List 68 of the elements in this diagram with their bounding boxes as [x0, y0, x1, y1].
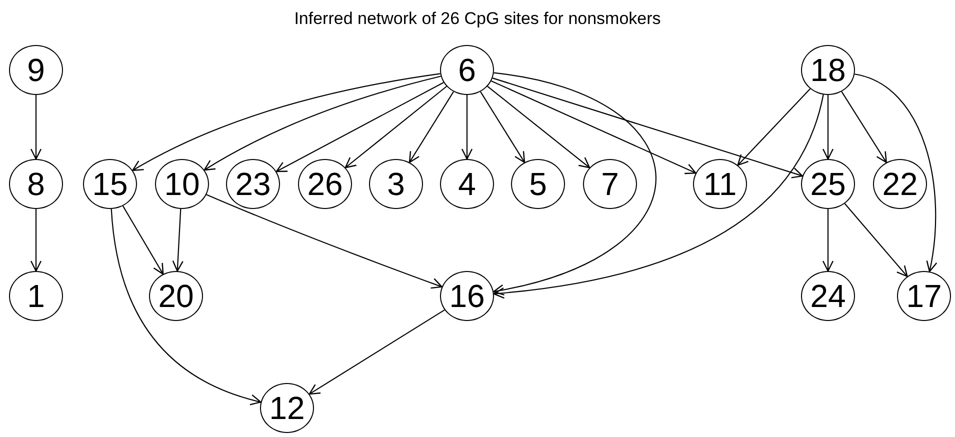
arrow: [844, 203, 908, 278]
node-ellipse: [897, 271, 951, 321]
arrow: [492, 72, 656, 295]
arrow: [487, 86, 590, 168]
arrow: [737, 88, 811, 166]
node-ellipse: [260, 383, 314, 433]
node-label: 12: [269, 392, 305, 424]
node-ellipse: [873, 159, 927, 209]
node-label: 23: [235, 168, 271, 200]
node-ellipse: [801, 271, 855, 321]
arrow: [493, 94, 824, 298]
arrow: [206, 194, 442, 289]
node-label: 18: [810, 54, 846, 86]
arrow: [122, 206, 164, 275]
node-ellipse: [801, 45, 855, 95]
node-label: 22: [882, 168, 918, 200]
node-ellipse: [511, 159, 565, 209]
node-ellipse: [149, 271, 203, 321]
arrow: [110, 208, 262, 405]
node-ellipse: [583, 159, 637, 209]
node-label: 25: [810, 168, 846, 200]
node-ellipse: [155, 159, 209, 209]
node-label: 26: [307, 168, 343, 200]
node-ellipse: [801, 159, 855, 209]
arrow: [204, 76, 441, 171]
arrow: [841, 91, 887, 164]
arrow: [408, 91, 454, 163]
arrow: [30, 209, 42, 272]
node-label: 16: [449, 280, 485, 312]
node-label: 3: [387, 168, 405, 200]
node-ellipse: [369, 159, 423, 209]
node-label: 8: [27, 168, 45, 200]
arrow: [308, 309, 445, 395]
node-label: 20: [158, 280, 194, 312]
node-label: 9: [27, 54, 45, 86]
arrow: [480, 91, 526, 163]
arrow: [854, 74, 937, 272]
node-label: 7: [601, 168, 619, 200]
arrow: [276, 82, 444, 172]
node-ellipse: [226, 159, 280, 209]
node-label: 24: [810, 280, 846, 312]
node-ellipse: [440, 271, 494, 321]
arrow: [30, 95, 42, 160]
arrow: [132, 73, 440, 171]
node-label: 10: [164, 168, 200, 200]
node-label: 15: [92, 168, 128, 200]
node-ellipse: [83, 159, 137, 209]
node-ellipse: [9, 159, 63, 209]
node-label: 5: [529, 168, 547, 200]
arrow: [461, 95, 473, 160]
arrow: [172, 208, 184, 272]
arrow: [344, 86, 447, 168]
node-ellipse: [298, 159, 352, 209]
node-ellipse: [9, 45, 63, 95]
arrow: [822, 95, 834, 160]
arrow: [492, 78, 804, 178]
arrow: [491, 80, 696, 174]
node-label: 11: [703, 168, 737, 200]
node-label: 6: [458, 54, 476, 86]
node-label: 1: [27, 280, 45, 312]
diagram-title: Inferred network of 26 CpG sites for nonsmokers: [294, 8, 661, 30]
arrow: [822, 209, 834, 272]
node-ellipse: [440, 45, 494, 95]
node-label: 17: [906, 280, 942, 312]
node-ellipse: [440, 159, 494, 209]
node-label: 4: [458, 168, 476, 200]
node-ellipse: [9, 271, 63, 321]
node-ellipse: [693, 159, 747, 209]
